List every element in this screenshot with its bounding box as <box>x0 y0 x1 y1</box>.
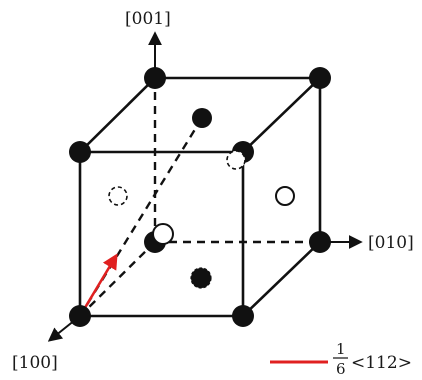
legend-fraction-denominator: 6 <box>336 360 346 378</box>
hidden-edge-diagonal <box>79 241 156 317</box>
atom-corner-top-back-left <box>144 67 166 89</box>
atom-corner-top-back-right <box>309 67 331 89</box>
atom-hidden-open-dashed <box>226 150 246 170</box>
atom-corner-bottom-front-right <box>232 305 254 327</box>
legend-direction: <112> <box>351 353 412 373</box>
atom-face-bottom <box>190 267 212 289</box>
z-axis-label: [001] <box>125 9 171 29</box>
burgers-vector-arrow <box>78 253 118 317</box>
x-axis-label: [100] <box>12 353 58 373</box>
atom-face-left-open-dashed <box>108 186 128 206</box>
y-axis-label: [010] <box>368 233 414 253</box>
top-face-edges <box>79 76 324 153</box>
atom-corner-top-front-left <box>69 141 91 163</box>
atom-corner-bottom-front-left <box>69 305 91 327</box>
legend-fraction-numerator: 1 <box>336 340 346 358</box>
atom-face-top <box>192 108 212 128</box>
atom-face-back-open <box>152 223 174 245</box>
diagonal-line-corner-to-face <box>78 117 204 317</box>
atom-corner-bottom-back-right <box>309 231 331 253</box>
atom-face-right-open <box>275 186 295 206</box>
